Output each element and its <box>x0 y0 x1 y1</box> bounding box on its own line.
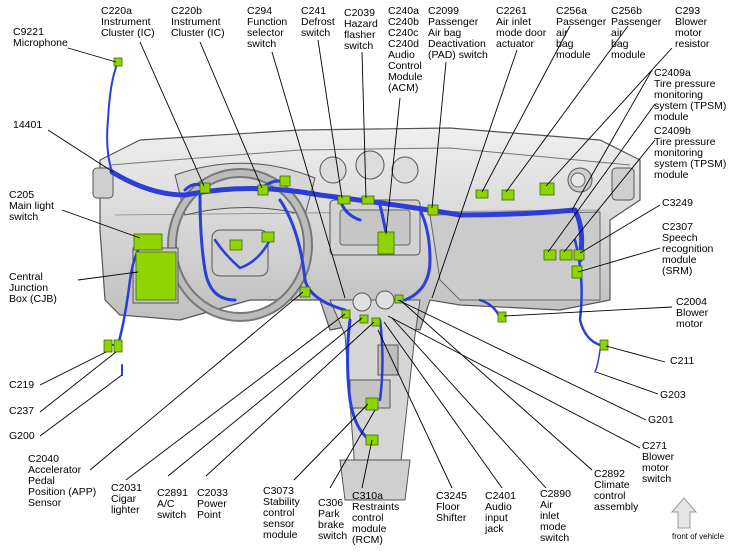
label-c2890: C2890 Air inlet mode switch <box>540 488 571 544</box>
connector-c237 <box>113 339 123 353</box>
connector-c294 <box>279 175 291 187</box>
label-c2307: C2307 Speech recognition module (SRM) <box>662 221 714 277</box>
connector-c3249 <box>573 249 585 261</box>
connector-c256b <box>539 182 555 196</box>
label-c2891: C2891 A/C switch <box>157 487 188 521</box>
label-c241: C241 Defrost switch <box>301 5 335 39</box>
label-c3073: C3073 Stability control sensor module <box>263 485 300 541</box>
label-c256b: C256b Passenger air bag module <box>611 5 662 61</box>
label-g200: G200 <box>9 430 35 442</box>
connector-c2409a <box>543 249 557 261</box>
label-c271: C271 Blower motor switch <box>642 440 675 485</box>
connector-c241 <box>337 195 351 205</box>
up-arrow-icon <box>670 497 698 529</box>
label-c293: C293 Blower motor resistor <box>675 5 710 50</box>
label-cjb: Central Junction Box (CJB) <box>9 271 57 305</box>
connector-c240 <box>377 231 395 255</box>
label-c211: C211 <box>670 355 695 367</box>
connector-c220a <box>199 182 211 194</box>
label-c3245: C3245 Floor Shifter <box>436 490 467 524</box>
label-c2892: C2892 Climate control assembly <box>594 468 639 513</box>
connector-c2892 <box>394 294 404 304</box>
connector-c211 <box>599 339 609 351</box>
connector-c2040 <box>299 286 311 298</box>
leader-lines <box>39 25 673 489</box>
label-c2040: C2040 Accelerator Pedal Position (APP) S… <box>28 453 97 509</box>
label-c237: C237 <box>9 405 35 417</box>
label-c2409a: C2409a Tire pressure monitoring system (… <box>654 67 727 123</box>
connector-c205 <box>133 233 163 251</box>
label-14401: 14401 <box>13 119 43 131</box>
label-c9221: C9221 Microphone <box>13 26 68 49</box>
connector-c2261 <box>475 189 489 199</box>
connector-steering-a <box>229 239 243 251</box>
connectors <box>103 57 609 446</box>
connector-c2033 <box>371 317 381 327</box>
label-c2039: C2039 Hazard flasher switch <box>344 7 378 52</box>
connector-c256a <box>501 189 515 201</box>
connector-c2004 <box>497 311 507 323</box>
connector-c2039 <box>361 195 375 205</box>
label-c294: C294 Function selector switch <box>247 5 288 50</box>
label-c2261: C2261 Air inlet mode door actuator <box>496 5 547 50</box>
label-c2099: C2099 Passenger Air bag Deactivation (PA… <box>428 5 488 61</box>
label-c220b: C220b Instrument Cluster (IC) <box>171 5 225 39</box>
connector-cjb <box>135 251 177 301</box>
label-c310a: C310a Restraints control module (RCM) <box>352 490 400 546</box>
label-c2033: C2033 Power Point <box>197 487 228 521</box>
connector-c2031 <box>341 309 351 319</box>
label-c2004: C2004 Blower motor <box>676 296 709 330</box>
connector-c219 <box>103 339 113 353</box>
connector-c3073 <box>365 397 379 411</box>
label-c306: C306 Park brake switch <box>318 497 348 542</box>
label-g203: G203 <box>660 389 686 401</box>
connector-c2409b <box>559 249 573 261</box>
label-c256a: C256a Passenger air bag module <box>556 5 607 61</box>
connector-steering-b <box>261 231 275 243</box>
label-c219: C219 <box>9 379 35 391</box>
label-c2409b: C2409b Tire pressure monitoring system (… <box>654 125 727 181</box>
label-c2401: C2401 Audio input jack <box>485 490 516 535</box>
label-c2031: C2031 Cigar lighter <box>111 482 142 516</box>
label-c205: C205 Main light switch <box>9 189 54 223</box>
connector-c9221 <box>113 57 123 67</box>
connector-c2307 <box>571 265 583 279</box>
connector-c2891 <box>359 314 369 324</box>
label-c240: C240a C240b C240c C240d Audio Control Mo… <box>388 5 423 94</box>
connector-c2099 <box>427 204 439 216</box>
label-g201: G201 <box>648 414 674 426</box>
label-c220a: C220a Instrument Cluster (IC) <box>101 5 155 39</box>
label-front-of-vehicle: front of vehicle <box>672 532 725 541</box>
connector-c220b <box>257 184 269 196</box>
wiring-harness <box>106 61 602 442</box>
label-c3249: C3249 <box>662 197 693 209</box>
